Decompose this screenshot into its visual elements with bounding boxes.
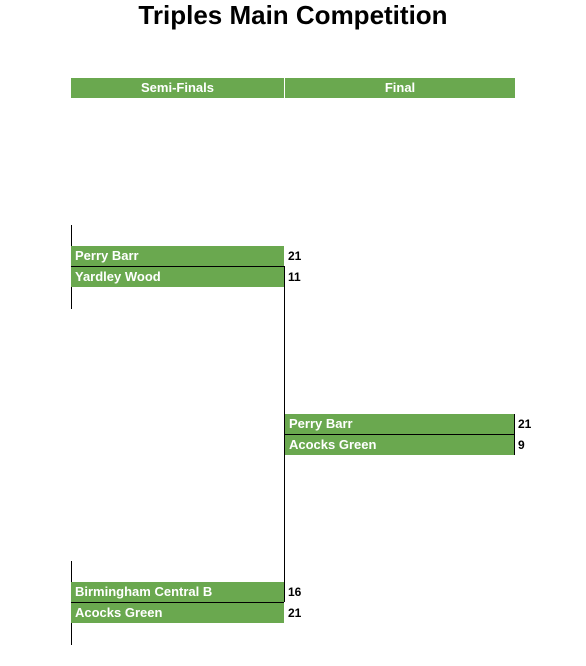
round-header-semi-finals: Semi-Finals [71, 78, 284, 98]
bracket-line [71, 266, 284, 267]
semi1-score1: 21 [288, 249, 302, 263]
final-team1: Perry Barr [285, 414, 515, 434]
semi2-score2: 21 [288, 606, 302, 620]
final-team2: Acocks Green [285, 435, 515, 455]
bracket-connector [284, 266, 285, 602]
semi2-score1: 16 [288, 585, 302, 599]
round-header-final: Final [285, 78, 515, 98]
bracket-line [285, 434, 515, 435]
semi2-team2: Acocks Green [71, 603, 284, 623]
final-score2: 9 [518, 438, 525, 452]
bracket-line [71, 602, 284, 603]
final-score1: 21 [518, 417, 532, 431]
semi1-team1: Perry Barr [71, 246, 284, 266]
semi1-team2: Yardley Wood [71, 267, 284, 287]
semi1-score2: 11 [288, 270, 301, 284]
bracket-line [514, 414, 515, 455]
page-title: Triples Main Competition [138, 0, 448, 30]
semi2-team1: Birmingham Central B [71, 582, 284, 602]
